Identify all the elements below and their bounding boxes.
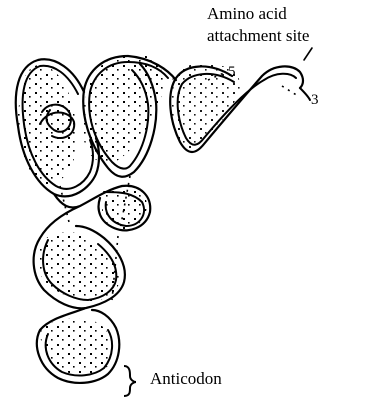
anticodon-label: Anticodon — [150, 369, 222, 389]
attachment-site-label-line1: Amino acid — [207, 4, 287, 24]
five-prime-end-label: 5 — [228, 64, 236, 81]
attachment-site-label-line2: attachment site — [207, 26, 309, 46]
three-prime-end-label: 3 — [311, 92, 319, 109]
base-pair-stipple — [18, 54, 241, 375]
right-curly-brace-icon — [124, 366, 136, 396]
